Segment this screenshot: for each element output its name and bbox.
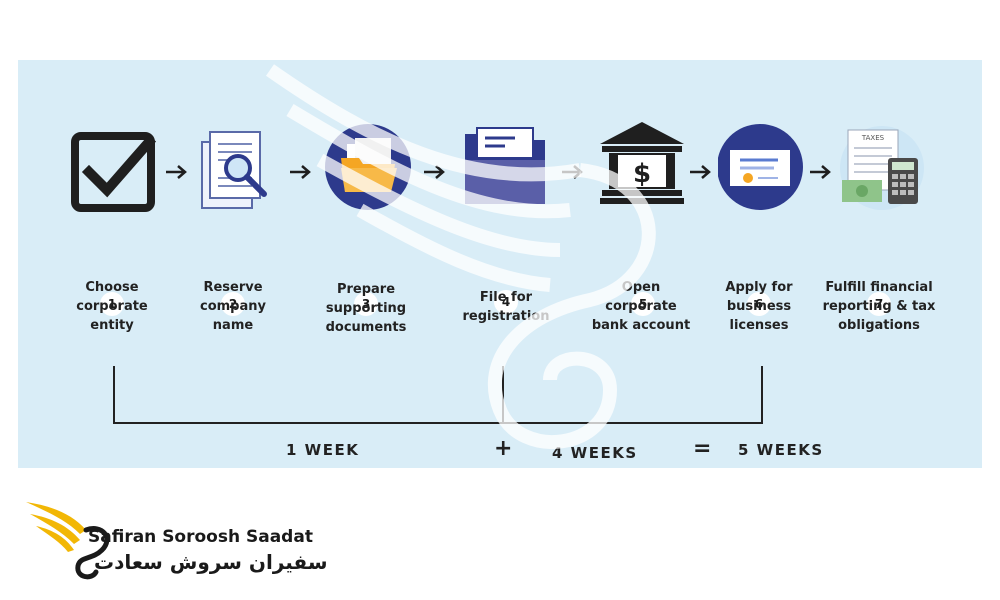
step-2: 2 Reserve company name <box>168 60 298 400</box>
certificate-icon <box>694 122 824 212</box>
equals-sign: = <box>693 436 712 461</box>
bank-icon: $ <box>576 122 706 212</box>
step-5: $ 5 Open corporate bank account <box>576 60 706 400</box>
arrow-right-icon <box>810 165 831 179</box>
duration-second: 4 WEEKS <box>552 444 638 462</box>
duration-total: 5 WEEKS <box>738 441 824 459</box>
file-folder-icon <box>441 122 571 212</box>
step-6: 6 Apply for business licenses <box>694 60 824 400</box>
plus-sign: + <box>494 436 513 461</box>
svg-text:$: $ <box>633 159 651 189</box>
taxes-text: TAXES <box>861 134 885 142</box>
step-7: TAXES 7 Fulfill financial reporting & ta… <box>814 60 944 400</box>
step-label: Reserve company name <box>200 280 266 333</box>
document-search-icon <box>168 122 298 212</box>
step-label: Fulfill financial reporting & tax obliga… <box>822 280 936 333</box>
step-label: Prepare supporting documents <box>325 282 407 335</box>
step-label: Open corporate bank account <box>591 280 691 333</box>
step-label: Apply for business licenses <box>725 280 793 333</box>
step-3: 3 Prepare supporting documents <box>301 60 431 400</box>
arrow-right-icon <box>166 165 187 179</box>
taxes-calculator-icon: TAXES <box>814 122 944 212</box>
bracket-left-tick <box>113 366 115 424</box>
steps-row: 1 Choose corporate entity 2 Reserve comp… <box>0 60 1000 400</box>
arrow-right-icon <box>424 165 445 179</box>
arrow-right-icon <box>290 165 311 179</box>
brand-logo-icon <box>26 502 110 580</box>
step-label: Choose corporate entity <box>76 280 148 333</box>
bracket-baseline <box>113 422 763 424</box>
step-number: 3 <box>354 292 378 316</box>
step-number: 2 <box>221 292 245 316</box>
step-label: File for registration <box>462 290 550 324</box>
step-number: 6 <box>747 292 771 316</box>
brand-name-persian: سفیران سروش سعادت <box>94 550 328 574</box>
step-4: 4 File for registration <box>441 60 571 400</box>
arrow-right-icon <box>690 165 711 179</box>
arrow-right-icon <box>562 165 583 179</box>
bracket-mid-tick <box>502 366 504 424</box>
duration-first: 1 WEEK <box>286 441 360 459</box>
folder-icon <box>301 122 431 212</box>
checkbox-icon <box>47 122 177 212</box>
step-number: 7 <box>867 292 891 316</box>
step-1: 1 Choose corporate entity <box>47 60 177 400</box>
bracket-right-tick <box>761 366 763 424</box>
step-number: 1 <box>100 292 124 316</box>
brand-name-english: Safiran Soroosh Saadat <box>88 527 313 547</box>
